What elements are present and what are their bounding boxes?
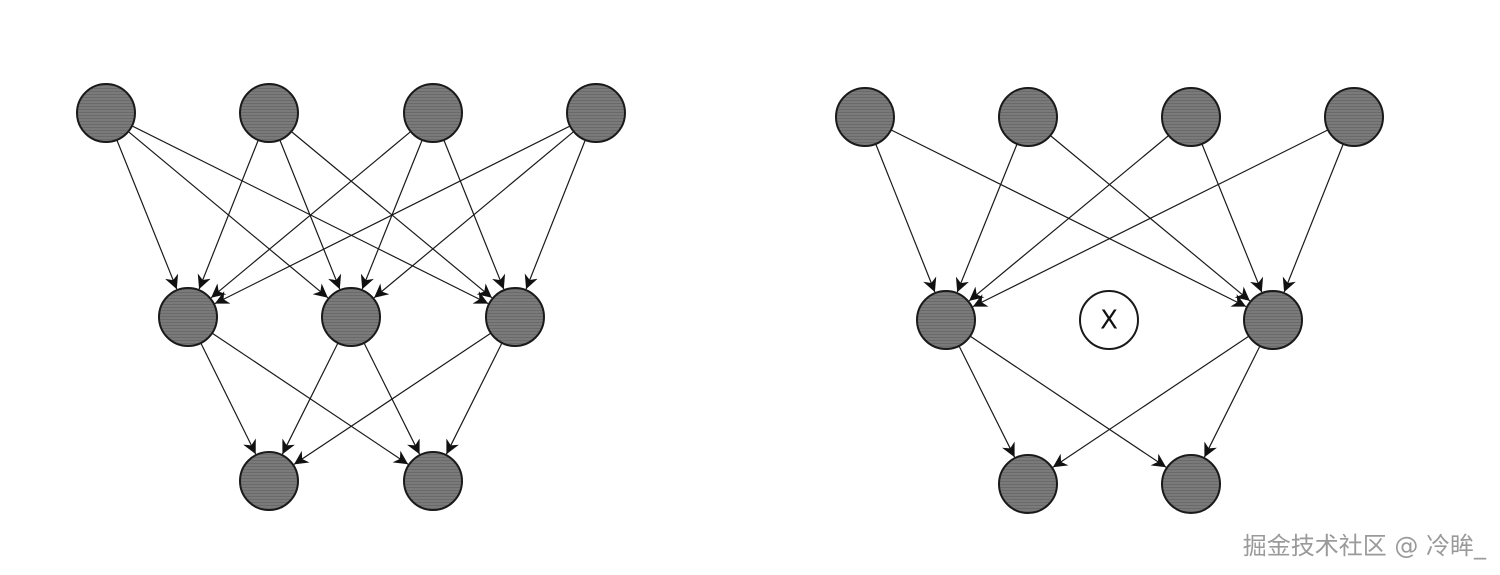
edge-in3-to-h1 [968,135,1170,302]
dropped-hidden-node-h2 [1079,290,1139,350]
edge-h3-to-out1 [1052,335,1250,468]
edge-h1-to-out1 [958,345,1016,458]
edge-h3-to-out2 [445,342,503,455]
input-node-in1 [835,87,895,147]
edge-h2-to-out1 [281,342,339,455]
edges [875,129,1344,468]
edge-in4-to-h3 [1282,143,1344,293]
input-node-in2 [239,83,299,143]
edge-in1-to-h1 [875,143,937,293]
input-node-in4 [1324,87,1384,147]
edge-in3-to-h1 [210,131,412,299]
hidden-node-h1 [916,290,976,350]
edges [116,125,586,465]
input-node-in3 [403,83,463,143]
output-node-out2 [1161,454,1221,514]
dropped-node-label: X [1100,306,1118,336]
input-node-in3 [1161,87,1221,147]
dropout-network-diagram: X [835,87,1384,514]
edge-in2-to-h1 [955,143,1018,293]
hidden-node-h3 [485,287,545,347]
edge-h1-to-out1 [200,342,257,455]
edge-in4-to-h2 [373,131,575,299]
edge-in4-to-h1 [972,129,1329,308]
output-node-out2 [403,451,463,511]
input-node-in4 [566,83,626,143]
edge-h1-to-out2 [969,335,1167,468]
edge-in1-to-h1 [116,139,179,290]
input-node-in2 [998,87,1058,147]
output-node-out1 [998,454,1058,514]
edge-in2-to-h1 [197,139,259,290]
edge-in2-to-h2 [279,139,342,290]
edge-in4-to-h1 [214,125,571,305]
watermark: 掘金技术社区 @ 冷眸_ [1242,532,1486,560]
hidden-node-h1 [158,287,218,347]
edge-in4-to-h3 [524,139,586,290]
hidden-node-h2 [321,287,381,347]
edge-h3-to-out2 [1203,345,1261,458]
edge-in3-to-h3 [1201,143,1264,293]
output-node-out1 [239,451,299,511]
edge-h3-to-out1 [293,332,492,465]
input-node-in1 [76,83,136,143]
full-network-diagram [76,83,626,511]
hidden-node-h3 [1243,290,1303,350]
